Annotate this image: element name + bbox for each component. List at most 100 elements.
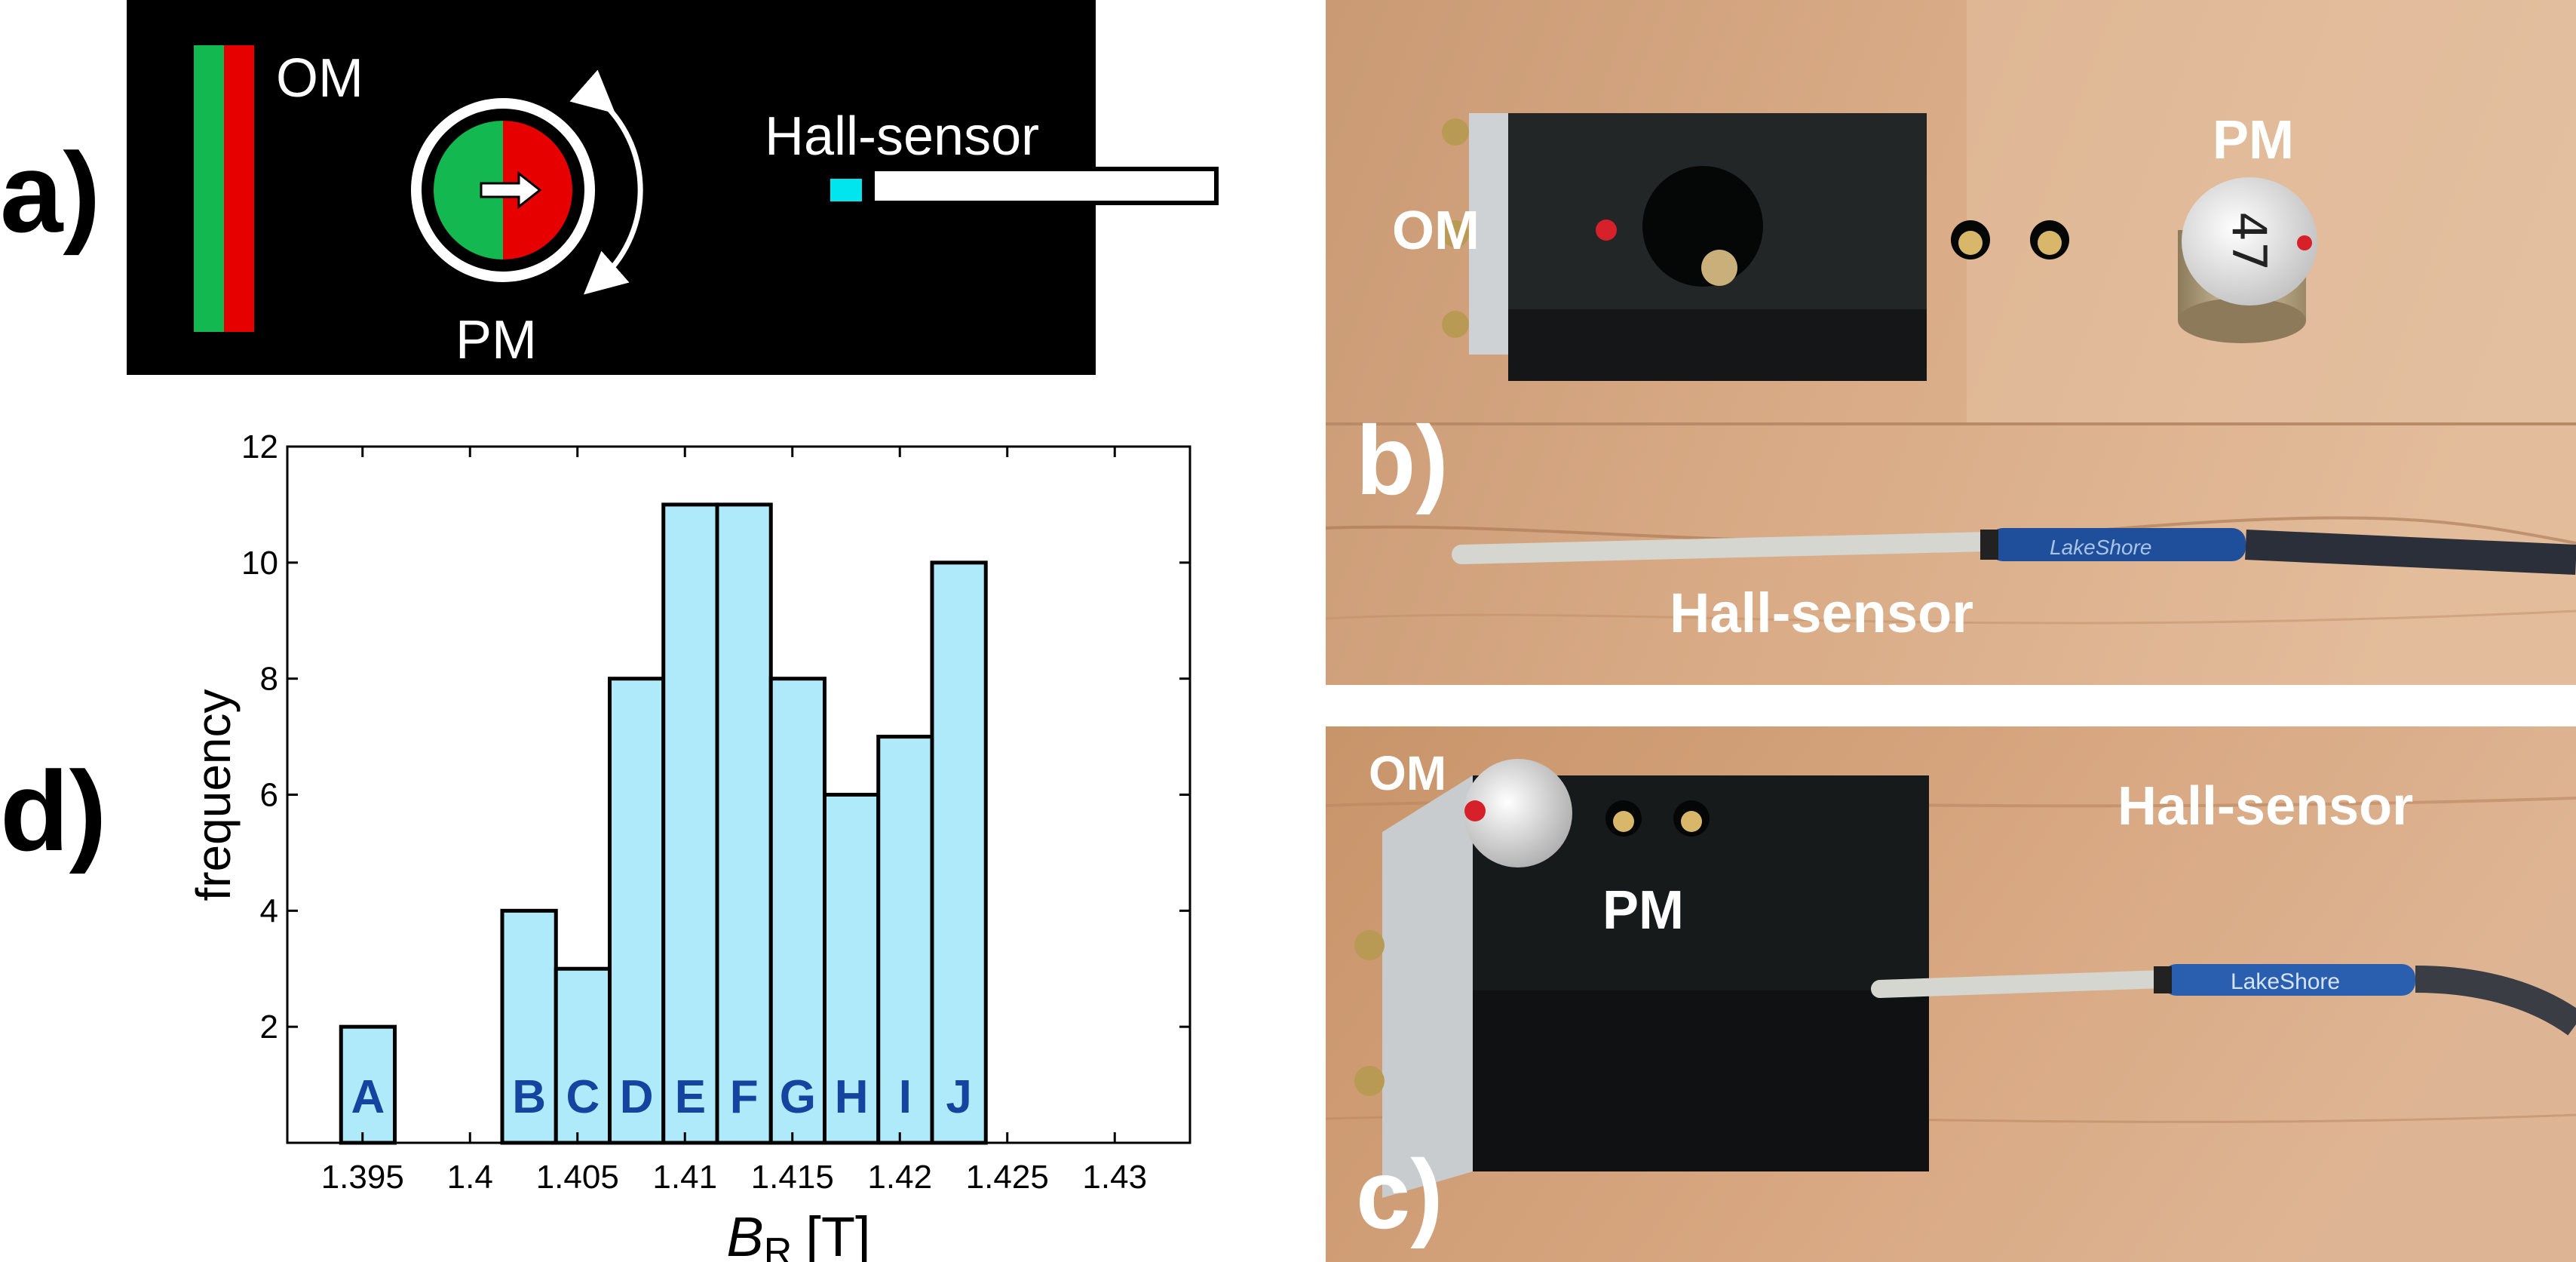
histogram-bar-I <box>876 735 934 1145</box>
y-axis-ticks: 2 4 6 8 10 12 <box>241 428 1190 1046</box>
hall-probe-handle-c <box>2163 964 2415 996</box>
histogram-bar-B <box>500 908 558 1145</box>
histogram-bar-H <box>823 793 881 1145</box>
pm-cylinder-face <box>2182 177 2317 306</box>
x-tick-label: 1.41 <box>652 1159 717 1196</box>
bin-label-J: J <box>946 1071 971 1123</box>
photo-b-pm-label: PM <box>2213 110 2294 170</box>
wood-plank-seam <box>1326 422 2576 425</box>
histogram-bar-G <box>768 677 826 1145</box>
wood-grain-2 <box>1326 610 2576 625</box>
red-mark <box>1596 220 1617 241</box>
om-holder-block-front-c <box>1473 990 1929 1171</box>
om-screw-c2 <box>1354 1066 1385 1096</box>
bin-label-C: C <box>566 1071 600 1123</box>
x-tick-label: 1.415 <box>751 1159 834 1196</box>
pm-magnetization-arrow-icon <box>480 170 542 210</box>
om-screw-2 <box>1442 220 1469 247</box>
block-hole-c2-screw <box>1681 811 1702 832</box>
histogram-bar-E <box>661 502 719 1145</box>
photo-panel-b: 47 LakeShore OM PM Hall-sensor b) <box>1326 0 2576 685</box>
histogram-bar-F <box>715 502 773 1145</box>
photo-b-om-label: OM <box>1392 201 1480 261</box>
y-tick-label: 12 <box>241 428 278 465</box>
pm-cylinder-bottom <box>2178 298 2306 343</box>
probe-brand-c: LakeShore <box>2231 969 2340 994</box>
hall-sensor-probe-inner <box>877 173 1212 198</box>
photo-c-hall-label: Hall-sensor <box>2118 776 2414 837</box>
x-axis-label: BR[T] <box>726 1205 870 1262</box>
probe-brand-b: LakeShore <box>2050 536 2151 559</box>
bin-label-A: A <box>351 1071 385 1123</box>
histogram-bars <box>339 502 988 1145</box>
x-tick-label: 1.405 <box>536 1159 619 1196</box>
bin-label-E: E <box>675 1071 706 1123</box>
y-axis-label: frequency <box>186 689 241 901</box>
panel-label-d: d) <box>0 748 107 874</box>
block-hole-1-screw <box>1958 231 1983 255</box>
pm-red-mark <box>2297 235 2312 250</box>
photo-b-hall-label: Hall-sensor <box>1670 582 1974 644</box>
hall-probe-cable-c <box>2415 966 2576 1036</box>
schematic-panel: OM PM Hall-sensor <box>127 0 1219 375</box>
y-tick-label: 6 <box>260 777 278 814</box>
bin-label-F: F <box>730 1071 759 1123</box>
hall-sensor-tip <box>830 179 862 201</box>
om-holder-aluminium-end <box>1469 113 1508 355</box>
y-tick-label: 10 <box>241 545 278 582</box>
hall-probe-collar-c <box>2154 966 2172 993</box>
histogram-bar-J <box>930 560 988 1145</box>
photo-panel-c: LakeShore OM PM Hall-sensor c) <box>1326 726 2576 1262</box>
block-hole-2-screw <box>2038 231 2062 255</box>
om-magnet-south <box>194 45 224 332</box>
y-tick-label: 2 <box>260 1009 278 1046</box>
y-tick-label: 4 <box>260 892 278 929</box>
x-tick-label: 1.4 <box>447 1159 493 1196</box>
om-screw-1 <box>1442 118 1469 146</box>
panel-label-a: a) <box>0 129 101 256</box>
photo-c-om-label: OM <box>1369 746 1447 800</box>
panel-label-c: c) <box>1356 1139 1443 1249</box>
hall-probe-collar <box>1980 530 1998 560</box>
hall-probe-handle <box>1989 528 2246 561</box>
x-axis-ticks: 1.395 1.4 1.405 1.41 1.415 1.42 1.425 1.43 <box>321 447 1147 1196</box>
photo-c-scene: LakeShore <box>1326 726 2576 1262</box>
pm-marking: 47 <box>2222 212 2277 272</box>
histogram-bar-C <box>554 966 612 1145</box>
bin-label-D: D <box>620 1071 654 1123</box>
om-label: OM <box>276 48 363 109</box>
y-tick-label: 8 <box>260 661 278 698</box>
photo-b-scene: 47 LakeShore <box>1326 0 2576 685</box>
hall-probe-stem <box>1452 532 1999 564</box>
hall-probe-cable <box>2245 530 2576 575</box>
pm-south-half <box>434 121 503 259</box>
om-holder-aluminium-face <box>1382 775 1473 1198</box>
hall-sensor-label: Hall-sensor <box>765 106 1039 167</box>
bin-label-I: I <box>899 1071 912 1123</box>
x-tick-label: 1.425 <box>966 1159 1049 1196</box>
x-tick-label: 1.395 <box>321 1159 404 1196</box>
block-hole-c1-screw <box>1613 811 1634 832</box>
histogram-bar-D <box>608 677 666 1145</box>
x-tick-label: 1.42 <box>867 1159 932 1196</box>
rotation-arrow-icon <box>569 69 643 295</box>
om-screw-c1 <box>1354 930 1385 960</box>
x-tick-label: 1.43 <box>1082 1159 1147 1196</box>
om-magnet-north <box>224 45 254 332</box>
bin-label-B: B <box>512 1071 546 1123</box>
histogram-bar-A <box>339 1024 397 1145</box>
panel-label-b: b) <box>1356 405 1449 515</box>
x-axis-label-symbol: B <box>726 1205 763 1262</box>
hall-probe-stem-c <box>1871 970 2172 998</box>
bin-label-H: H <box>835 1071 869 1123</box>
red-mark-c <box>1464 800 1486 821</box>
pm-visible-face <box>1464 759 1572 867</box>
bin-label-G: G <box>780 1071 816 1123</box>
pm-bore-bottom <box>1701 250 1737 286</box>
x-axis-label-unit: [T] <box>805 1205 870 1262</box>
pm-label: PM <box>455 310 537 370</box>
photo-c-pm-label: PM <box>1602 880 1684 941</box>
